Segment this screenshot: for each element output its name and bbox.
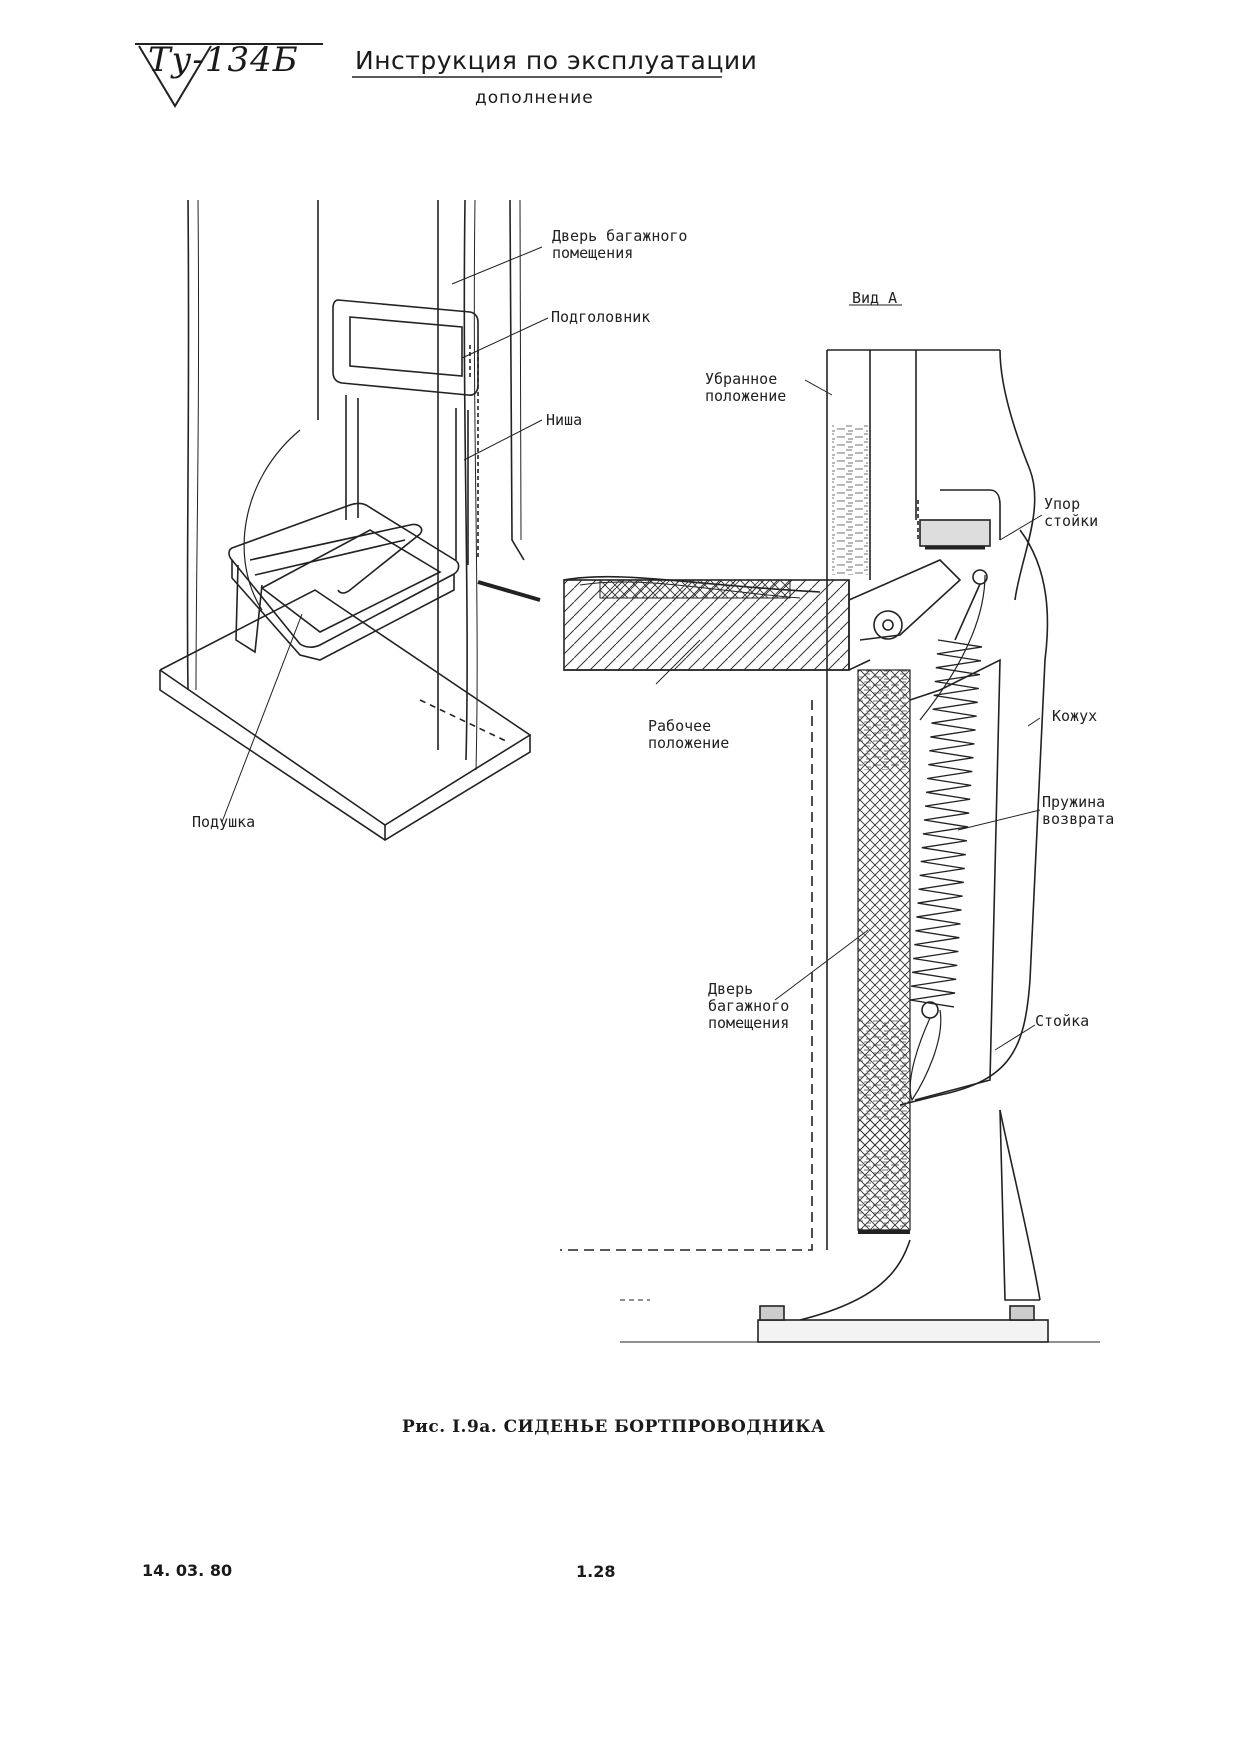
label-post: Стойка xyxy=(1035,1012,1090,1030)
header-subtitle: дополнение xyxy=(475,88,594,108)
label-baggage-door: Дверь багажного помещения xyxy=(552,227,688,262)
footer-date: 14. 03. 80 xyxy=(142,1561,233,1580)
label-view-a: Вид А xyxy=(852,289,898,307)
label-niche: Ниша xyxy=(546,411,583,429)
label-headrest: Подголовник xyxy=(551,308,651,326)
label-post-stop: Упор стойки xyxy=(1044,495,1099,530)
label-stowed-position: Убранное положение xyxy=(705,370,787,405)
figure-caption: Рис. I.9а. СИДЕНЬЕ БОРТПРОВОДНИКА xyxy=(402,1417,826,1437)
header-underline xyxy=(352,76,722,78)
doc-logo xyxy=(135,38,325,108)
footer-page-number: 1.28 xyxy=(576,1562,616,1581)
doc-code: Ту-134Б xyxy=(148,40,299,80)
logo-triangle-icon xyxy=(135,43,323,108)
label-working-position: Рабочее положение xyxy=(648,717,730,752)
label-return-spring: Пружина возврата xyxy=(1042,793,1115,828)
label-casing: Кожух xyxy=(1052,707,1098,725)
label-cushion: Подушка xyxy=(192,813,256,831)
label-baggage-door-section: Дверь багажного помещения xyxy=(708,980,790,1032)
header-title: Инструкция по эксплуатации xyxy=(355,46,758,75)
